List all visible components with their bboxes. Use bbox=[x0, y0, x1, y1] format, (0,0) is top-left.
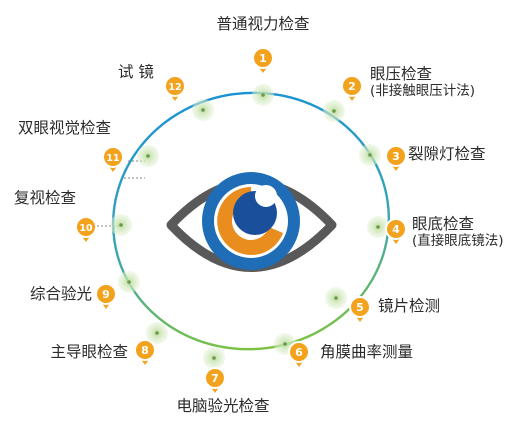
ring-node-dot-12 bbox=[201, 108, 205, 112]
step-7-badge: 7 bbox=[204, 367, 226, 393]
step-8-number: 8 bbox=[141, 344, 149, 357]
step-4-subtitle: (直接眼底镜法) bbox=[412, 232, 504, 249]
step-11-label: 双眼视觉检查 bbox=[18, 119, 112, 137]
step-11-badge: 11 bbox=[102, 146, 124, 172]
step-9-label: 综合验光 bbox=[29, 285, 92, 303]
step-2-number: 2 bbox=[348, 80, 356, 93]
step-5-number: 5 bbox=[356, 301, 364, 314]
step-1-number: 1 bbox=[259, 52, 267, 65]
step-3-badge: 3 bbox=[385, 145, 407, 171]
ring-node-dot-11 bbox=[146, 154, 150, 158]
step-4-number: 4 bbox=[392, 223, 400, 236]
step-10-number: 10 bbox=[79, 223, 93, 234]
step-5-badge: 5 bbox=[349, 296, 371, 322]
ring-node-dot-8 bbox=[155, 331, 159, 335]
ring-node-dot-6 bbox=[283, 342, 287, 346]
ring-node-dot-3 bbox=[368, 153, 372, 157]
step-10-label: 复视检查 bbox=[14, 189, 77, 207]
step-1-label: 普通视力检查 bbox=[216, 15, 310, 33]
ring-node-dot-9 bbox=[127, 280, 131, 284]
ring-node-dot-1 bbox=[261, 93, 265, 97]
step-8-label: 主导眼检查 bbox=[50, 343, 128, 361]
step-3-label: 裂隙灯检查 bbox=[408, 145, 486, 163]
ring-node-dot-5 bbox=[334, 296, 338, 300]
step-4-badge: 4 bbox=[385, 218, 407, 244]
step-4-title: 眼底检查 bbox=[412, 215, 475, 233]
ring-node-dot-4 bbox=[376, 225, 380, 229]
step-1-badge: 1 bbox=[252, 47, 274, 73]
ring-node-dot-10 bbox=[119, 223, 123, 227]
step-2-badge: 2 bbox=[341, 75, 363, 101]
eye-icon bbox=[166, 172, 337, 272]
step-10-badge: 10 bbox=[75, 216, 97, 242]
step-5-label: 镜片检测 bbox=[378, 297, 441, 315]
step-3-number: 3 bbox=[392, 150, 400, 163]
step-7-label: 电脑验光检查 bbox=[176, 397, 270, 415]
step-6-label: 角膜曲率测量 bbox=[320, 343, 414, 361]
step-2-subtitle: (非接触眼压计法) bbox=[370, 82, 476, 99]
step-8-badge: 8 bbox=[134, 339, 156, 365]
step-6-number: 6 bbox=[295, 346, 303, 359]
step-2-label: 眼压检查 (非接触眼压计法) bbox=[370, 65, 476, 99]
step-7-number: 7 bbox=[211, 372, 219, 385]
ring-node-dot-7 bbox=[212, 356, 216, 360]
step-6-badge: 6 bbox=[288, 341, 310, 367]
step-12-number: 12 bbox=[168, 82, 181, 93]
process-ring bbox=[111, 91, 391, 351]
step-9-number: 9 bbox=[102, 288, 110, 301]
step-11-number: 11 bbox=[106, 153, 119, 164]
step-12-badge: 12 bbox=[164, 75, 186, 101]
step-4-label: 眼底检查 (直接眼底镜法) bbox=[412, 215, 504, 249]
step-9-badge: 9 bbox=[95, 283, 117, 309]
step-2-title: 眼压检查 bbox=[370, 65, 433, 83]
ring-node-dot-2 bbox=[332, 109, 336, 113]
step-12-label: 试 镜 bbox=[118, 63, 154, 81]
